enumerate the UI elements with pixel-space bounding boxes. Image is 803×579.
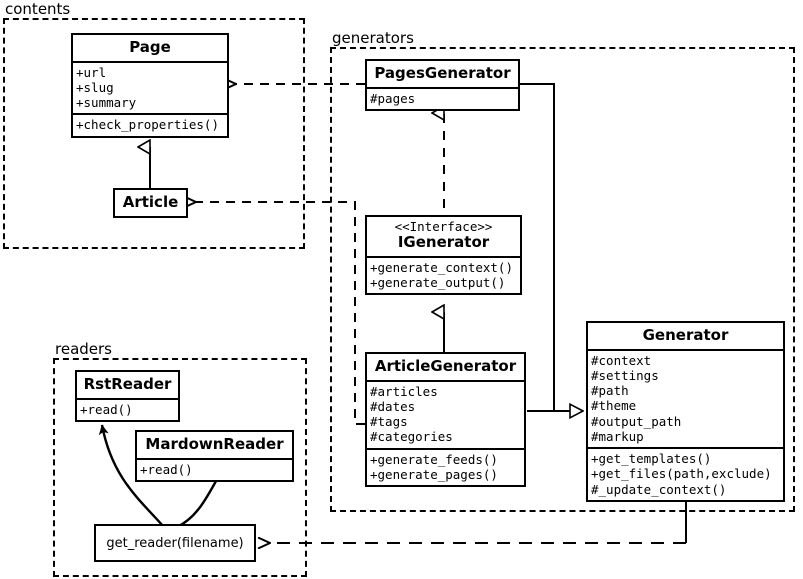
relation-generator-uses-get-reader (270, 502, 687, 543)
attribute: #markup (591, 428, 644, 444)
attribute: #context (591, 352, 652, 368)
method: +get_files(path,exclude) (591, 466, 772, 482)
divider (367, 86, 518, 89)
divider (588, 348, 783, 351)
class-page[interactable]: Page +url +slug +summary +check_properti… (71, 33, 229, 138)
class-pages-generator[interactable]: PagesGenerator #pages (365, 59, 520, 111)
class-igenerator-stereotype: <<Interface>> (394, 219, 493, 234)
method: +read() (80, 401, 133, 417)
method: +generate_output() (370, 275, 506, 291)
class-article-generator-methods: +generate_feeds() +generate_pages() (367, 450, 524, 486)
relation-article-generator-uses-article (196, 202, 365, 425)
class-mardown-reader-title: MardownReader (145, 435, 284, 453)
attribute: #articles (370, 383, 438, 399)
relation-get-reader-creates-rst-reader (98, 424, 164, 527)
class-article-generator[interactable]: ArticleGenerator #articles #dates #tags … (365, 352, 526, 487)
method: +get_templates() (591, 451, 712, 466)
divider (73, 113, 227, 116)
divider (137, 457, 292, 460)
class-igenerator-methods: +generate_context() +generate_output() (367, 258, 520, 294)
class-article-generator-attributes: #articles #dates #tags #categories (367, 382, 524, 448)
method: +check_properties() (76, 117, 219, 133)
relation-generators-inherit-generator (520, 83, 583, 411)
class-generator-title: Generator (642, 326, 729, 344)
method: +generate_pages() (370, 466, 498, 482)
attribute: #tags (370, 414, 408, 429)
class-generator[interactable]: Generator #context #settings #path #them… (586, 321, 785, 502)
attribute: #dates (370, 398, 416, 414)
class-page-title: Page (129, 38, 171, 56)
class-pages-generator-attributes: #pages (367, 89, 518, 109)
class-page-attributes: +url +slug +summary (73, 63, 227, 114)
class-article-title: Article (122, 193, 179, 211)
class-rst-reader-title: RstReader (83, 375, 172, 393)
attribute: #output_path (591, 413, 682, 429)
divider (77, 397, 178, 400)
package-label-readers: readers (53, 340, 114, 358)
function-box-get-reader-label: get_reader(filename) (106, 535, 244, 551)
class-rst-reader[interactable]: RstReader +read() (75, 370, 180, 422)
divider (367, 447, 524, 450)
divider (588, 447, 783, 449)
attribute: #categories (370, 429, 453, 445)
package-label-contents: contents (3, 0, 73, 18)
package-frame-readers (53, 358, 307, 577)
package-frame-contents (3, 18, 305, 249)
method: #_update_context() (591, 481, 727, 497)
class-rst-reader-methods: +read() (77, 400, 178, 420)
class-article[interactable]: Article (113, 188, 188, 218)
class-pages-generator-title: PagesGenerator (374, 64, 511, 82)
divider (367, 255, 520, 258)
class-mardown-reader[interactable]: MardownReader +read() (135, 430, 294, 482)
attribute: +slug (76, 79, 114, 95)
attribute: #pages (370, 90, 416, 106)
divider (367, 379, 524, 382)
method: +read() (140, 461, 193, 477)
attribute: +url (76, 64, 107, 80)
package-label-generators: generators (330, 29, 416, 47)
attribute: #path (591, 383, 629, 398)
attribute: #theme (591, 398, 637, 414)
attribute: +summary (76, 95, 137, 110)
class-generator-methods: +get_templates() +get_files(path,exclude… (588, 449, 783, 500)
class-igenerator[interactable]: <<Interface>> IGenerator +generate_conte… (365, 215, 522, 296)
function-box-get-reader[interactable]: get_reader(filename) (94, 524, 256, 562)
package-frame-generators (330, 47, 795, 512)
method: +generate_context() (370, 259, 513, 275)
class-page-methods: +check_properties() (73, 115, 227, 135)
class-igenerator-title: IGenerator (397, 233, 490, 252)
class-mardown-reader-methods: +read() (137, 460, 292, 480)
class-article-generator-title: ArticleGenerator (374, 357, 517, 375)
class-generator-attributes: #context #settings #path #theme #output_… (588, 351, 783, 448)
method: +generate_feeds() (370, 451, 498, 467)
attribute: #settings (591, 367, 659, 383)
divider (73, 60, 227, 63)
